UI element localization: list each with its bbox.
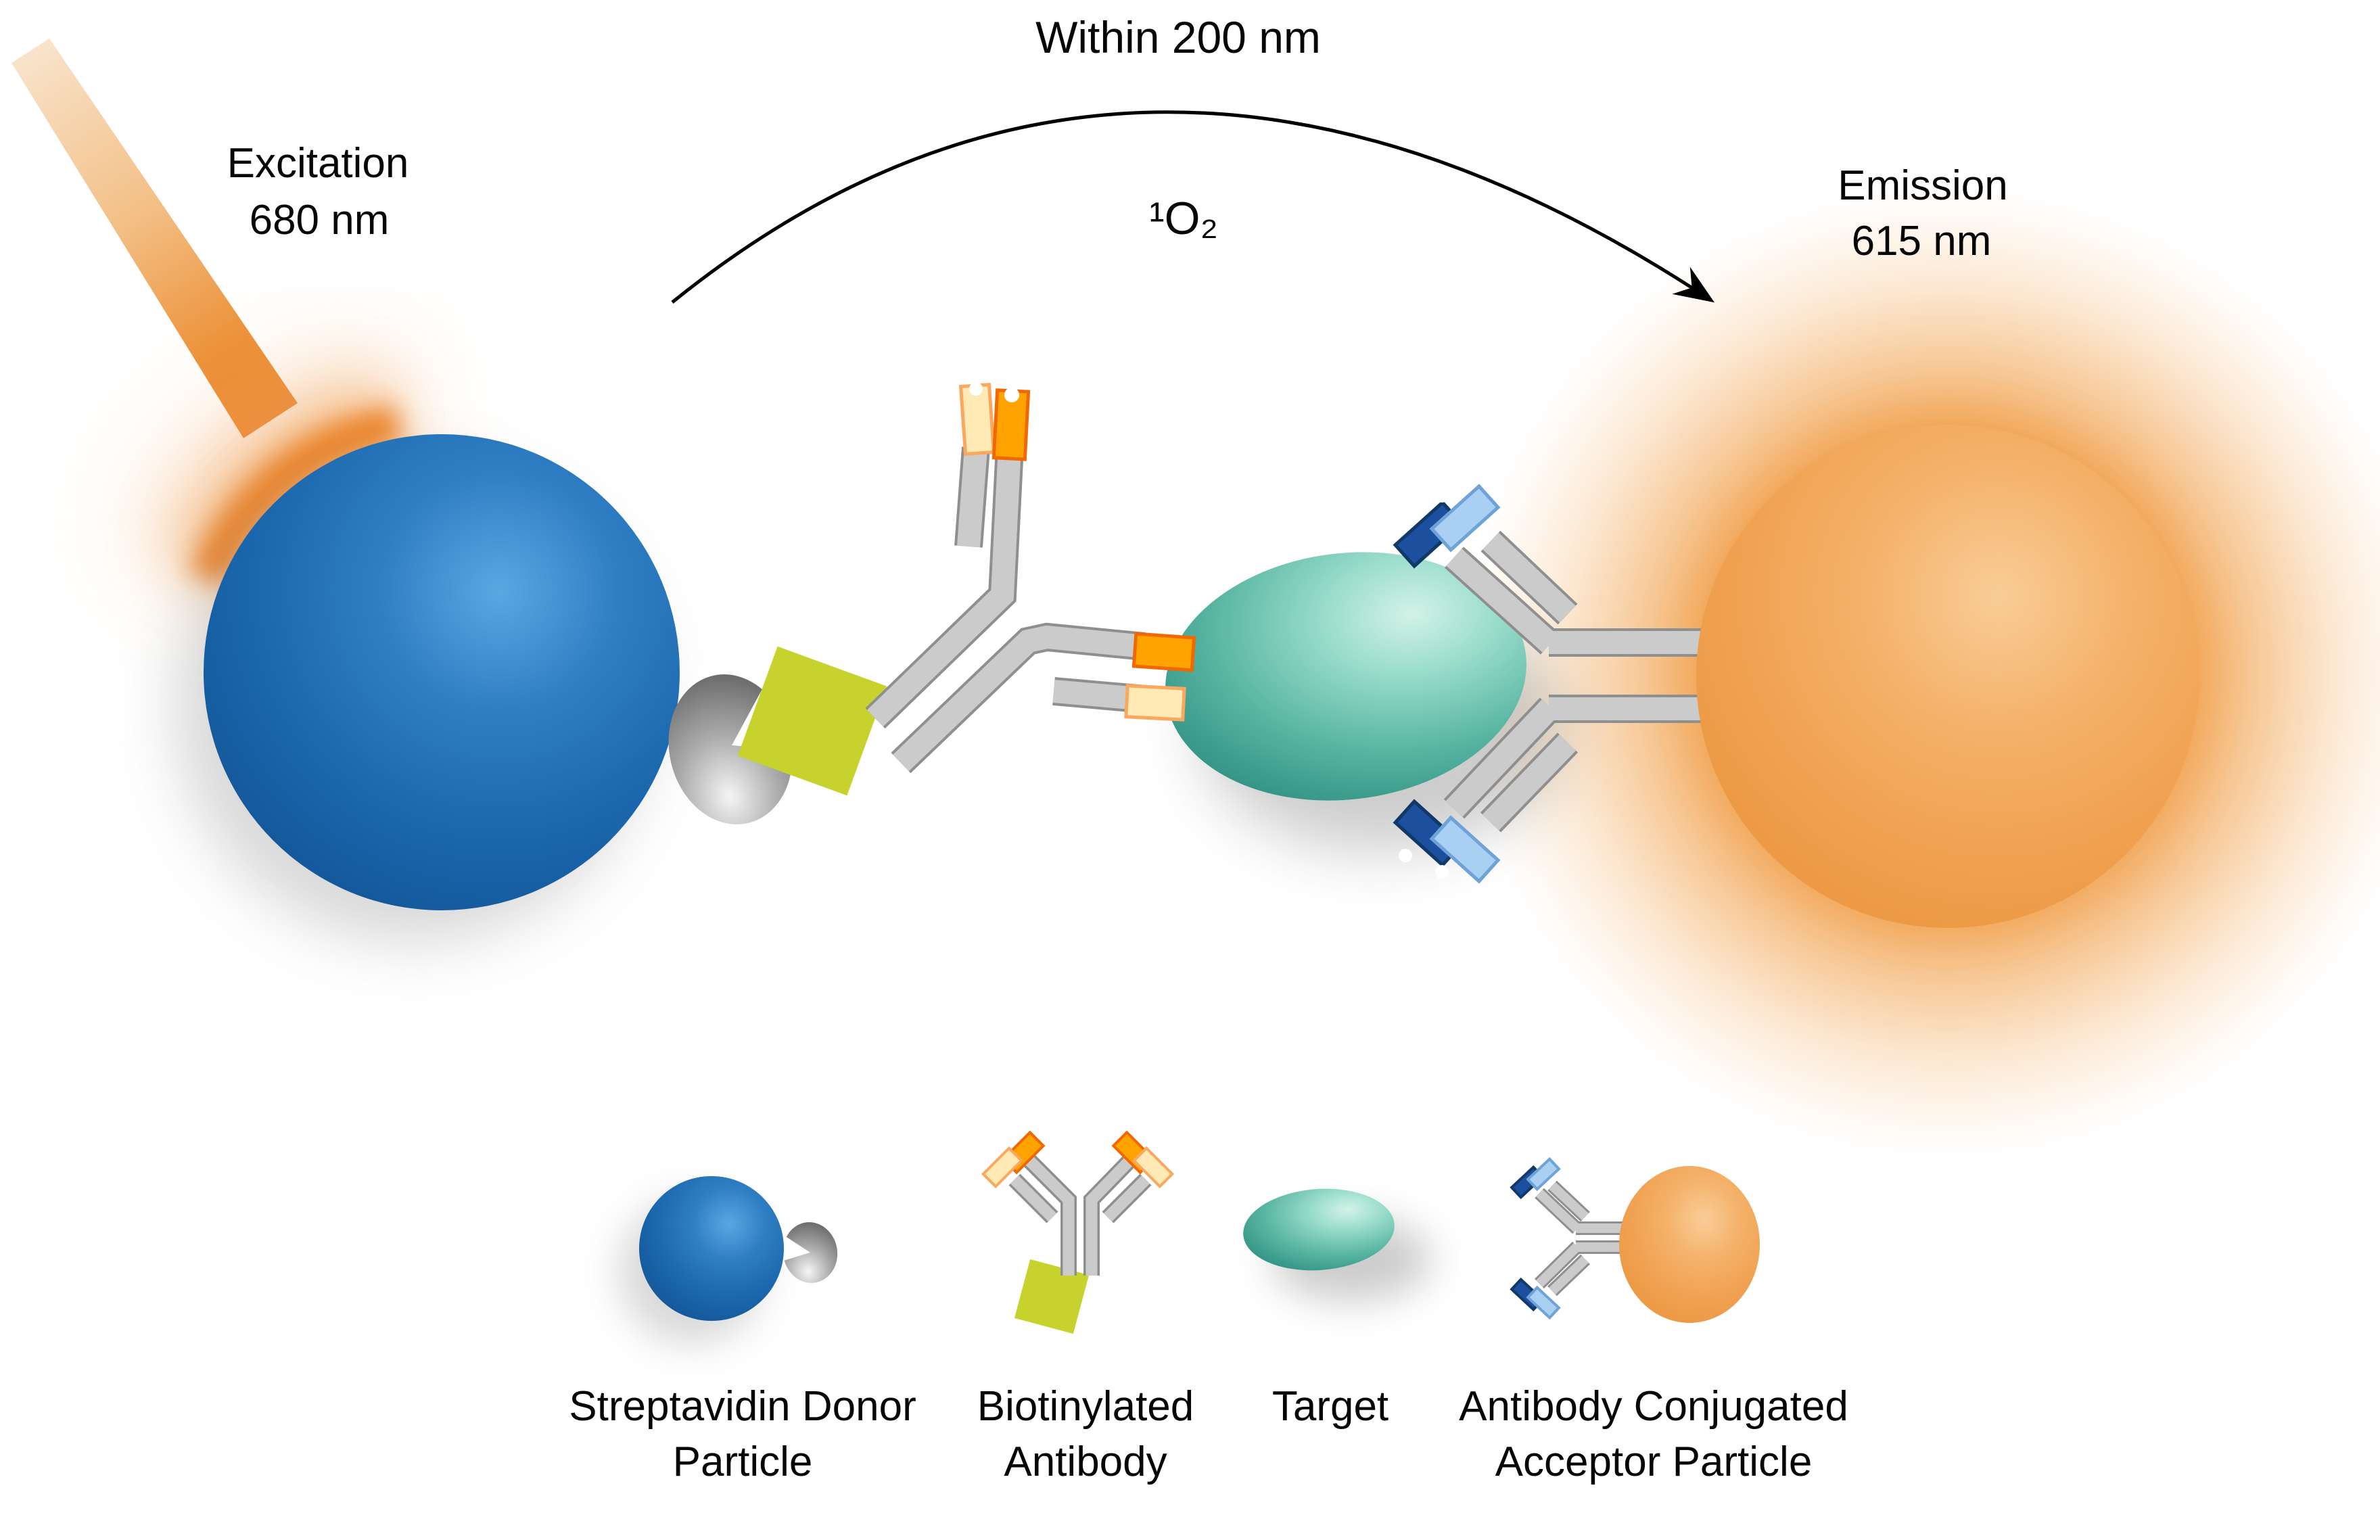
- emission-label-line1: Emission: [1838, 162, 2008, 209]
- acceptor-bead: [1696, 425, 2199, 928]
- legend-label-antibody-line1: Biotinylated: [977, 1383, 1194, 1430]
- emission-label-line2: 615 nm: [1852, 218, 1992, 264]
- legend-donor-sphere: [639, 1176, 784, 1321]
- biotin: [737, 646, 887, 796]
- legend-target-icon: [1243, 1188, 1431, 1301]
- legend-label-donor-line2: Particle: [673, 1439, 813, 1485]
- biotinylated-antibody: [865, 382, 1196, 774]
- legend-label-antibody-line2: Antibody: [1004, 1439, 1167, 1485]
- excitation-impact-glow: [126, 338, 415, 613]
- excitation-beam: [11, 39, 298, 438]
- fab-tip-pale-right: [1124, 684, 1186, 722]
- legend-acceptor-sphere: [1619, 1166, 1760, 1323]
- acceptor-antibody: [1393, 484, 1704, 884]
- target-body: [1165, 552, 1526, 801]
- fab-tip-orange-right: [1131, 632, 1196, 672]
- legend-label-donor-line1: Streptavidin Donor: [569, 1383, 916, 1430]
- excitation-label-line2: 680 nm: [250, 197, 390, 243]
- donor-bead-sphere: [204, 434, 680, 910]
- legend-label-acceptor-line2: Acceptor Particle: [1495, 1439, 1813, 1485]
- fab-tip-light-blue-upper: [1429, 484, 1501, 553]
- legend-label-acceptor-line1: Antibody Conjugated: [1459, 1383, 1848, 1430]
- legend-label-target: Target: [1272, 1383, 1389, 1430]
- legend-donor-icon: [618, 1176, 838, 1345]
- legend-biotinylated-antibody-icon: [981, 1130, 1175, 1334]
- fab-tip-light-blue-lower: [1429, 815, 1501, 884]
- excitation-label-line1: Excitation: [227, 140, 409, 187]
- singlet-oxygen-label: ¹O₂: [1149, 193, 1218, 244]
- energy-transfer-arrow: [671, 110, 1715, 304]
- donor-bead: [174, 434, 680, 943]
- legend-acceptor-icon: [1510, 1157, 1760, 1323]
- distance-label: Within 200 nm: [1035, 12, 1321, 62]
- legend-biotin: [1014, 1259, 1090, 1334]
- legend: Streptavidin Donor Particle Biotinylated…: [569, 1130, 1848, 1485]
